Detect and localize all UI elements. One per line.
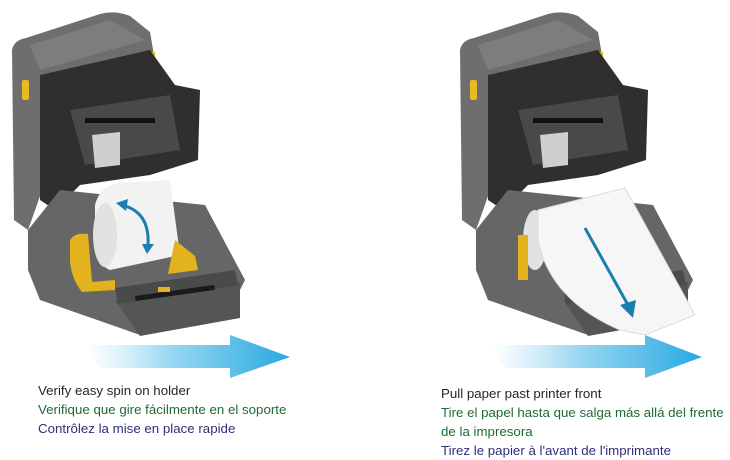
- rotate-arrow-icon: [116, 199, 154, 254]
- pull-arrow-icon: [583, 227, 636, 318]
- figure-verify-spin: [0, 0, 300, 380]
- caption-english: Verify easy spin on holder: [38, 383, 191, 398]
- printer-illustration: [12, 12, 245, 337]
- caption-verify-spin: Verify easy spin on holder Verifique que…: [38, 381, 286, 438]
- roll-holder-yellow: [70, 233, 198, 292]
- paper-strip: [537, 187, 696, 336]
- figure-pull-paper: [430, 0, 730, 380]
- motion-arrow: [490, 335, 702, 378]
- media-roll: [93, 180, 180, 270]
- caption-french: Tirez le papier à l'avant de l'imprimant…: [441, 443, 671, 458]
- caption-french: Contrôlez la mise en place rapide: [38, 421, 236, 436]
- caption-english: Pull paper past printer front: [441, 386, 602, 401]
- caption-spanish: Verifique que gire fácilmente en el sopo…: [38, 402, 287, 417]
- caption-spanish: Tire el papel hasta que salga más allá d…: [441, 405, 724, 439]
- caption-pull-paper: Pull paper past printer front Tire el pa…: [441, 384, 730, 460]
- motion-arrow: [85, 335, 290, 378]
